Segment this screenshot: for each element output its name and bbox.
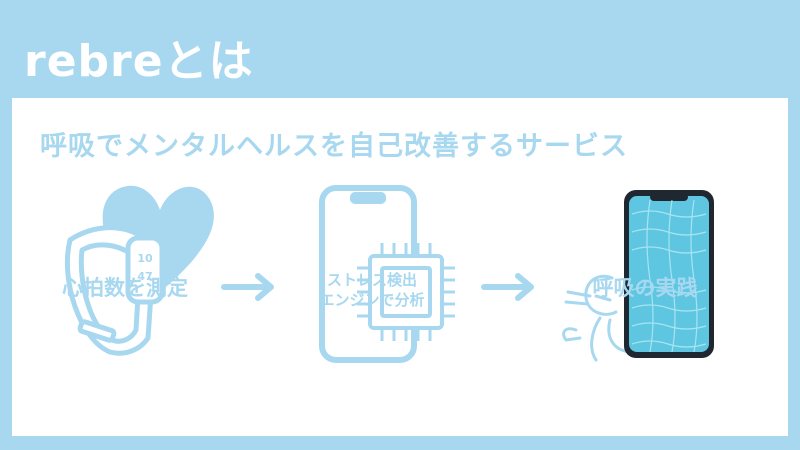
- smartphone-icon: [624, 190, 714, 358]
- phone-screen-line2: 向けましょう: [634, 174, 689, 184]
- panel-subtitle: 呼吸でメンタルヘルスを自己改善するサービス: [40, 131, 628, 162]
- processor-chip-icon: [357, 243, 455, 341]
- step-label-practice: 呼吸の実践: [592, 276, 698, 300]
- band-time-hour: 10: [137, 252, 153, 265]
- step-label-measure: 心拍数を測定: [62, 276, 188, 300]
- fitness-band-icon: [64, 225, 165, 356]
- phone-screen-line1: 呼吸に意識を: [634, 160, 689, 170]
- page-title: rebreとは: [24, 36, 254, 87]
- band-time-minute: 47: [137, 270, 152, 283]
- arrow-right-icon: [481, 273, 534, 301]
- step-label-analyze: ストレス検出 エンジンで分析: [312, 270, 432, 310]
- arrow-right-icon: [221, 273, 274, 301]
- step-label-analyze-line1: ストレス検出: [326, 271, 417, 289]
- step-label-analyze-line2: エンジンで分析: [319, 291, 425, 309]
- phone-screen-message: 呼吸に意識を 向けましょう: [624, 158, 700, 186]
